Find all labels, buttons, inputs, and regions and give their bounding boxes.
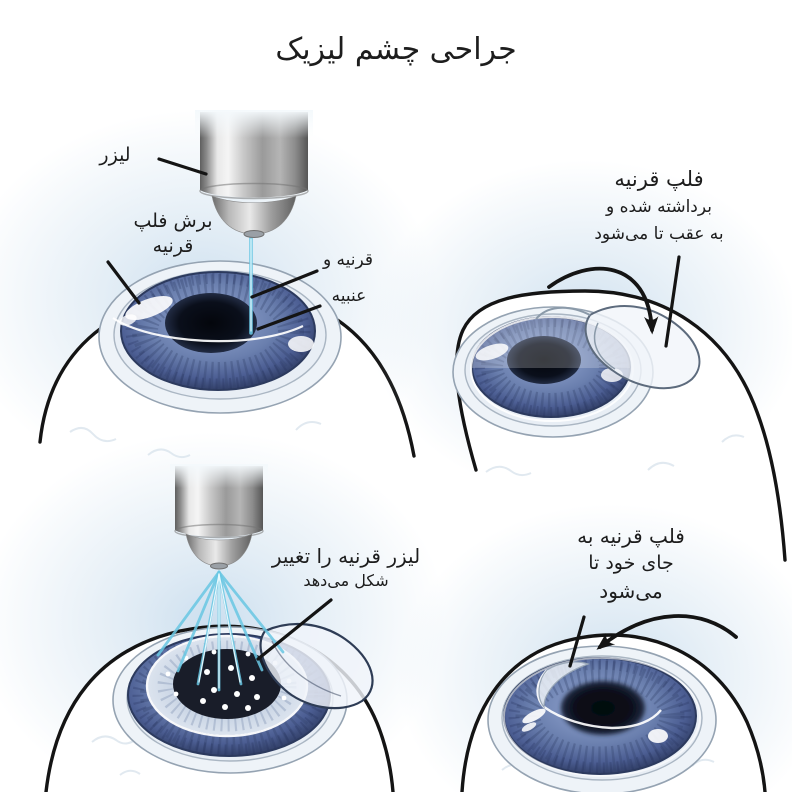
label-step3-line2: شکل می‌دهد [303, 571, 389, 590]
step3-illustration [0, 432, 447, 792]
flap-cut-line [112, 317, 304, 343]
step1-eyeball [36, 260, 416, 500]
label-cornea: قرنیه و [322, 250, 374, 270]
label-step4: فلپ قرنیه به جای خود تا می‌شود [545, 525, 717, 603]
replaced-flap-pointer-line [568, 615, 586, 668]
fold-forward-arrow [596, 614, 738, 650]
step3-laser-device [170, 464, 268, 570]
label-step3: لیزر قرنیه را تغییر شکل می‌دهد [250, 545, 442, 590]
label-step2-line2: برداشته شده و [606, 197, 712, 218]
flap-cut-pointer-line [106, 260, 141, 305]
step3-laser-beams [156, 570, 285, 692]
pupil [165, 293, 257, 353]
label-step2-line1: فلپ قرنیه [614, 167, 704, 191]
label-step3-line1: لیزر قرنیه را تغییر [271, 544, 421, 568]
label-flap-cut-line2: قرنیه [152, 234, 194, 257]
label-step4-line2: جای خود تا [588, 552, 674, 574]
flap-pointer-line [664, 255, 681, 348]
label-flap-cut: برش فلپ قرنیه [116, 210, 230, 258]
step4-illustration [397, 504, 792, 792]
label-step2: فلپ قرنیه برداشته شده و به عقب تا می‌شود [578, 167, 740, 244]
page-title: جراحی چشم لیزیک [275, 32, 517, 67]
step3-folded-flap [259, 622, 374, 710]
cornea-pointer-line [250, 269, 319, 299]
reshape-pointer-line [256, 598, 333, 661]
label-iris: عنبیه [331, 286, 367, 306]
laser-pointer-line [157, 157, 208, 176]
fold-back-arrow [547, 266, 659, 335]
step1-laser-device [195, 110, 313, 238]
label-step4-line3: می‌شود [599, 578, 663, 603]
label-step2-line3: به عقب تا می‌شود [594, 223, 724, 244]
label-laser: لیزر [99, 144, 131, 166]
step2-corneal-flap [535, 305, 701, 390]
pupil [561, 681, 645, 735]
step4-replaced-flap [521, 661, 668, 743]
step1-illustration [0, 110, 440, 500]
label-step4-line1: فلپ قرنیه به [577, 524, 685, 548]
iris-pointer-line [256, 304, 322, 331]
label-flap-cut-line1: برش فلپ [133, 210, 213, 232]
pupil [507, 336, 581, 384]
flap-edge-line [536, 669, 662, 730]
